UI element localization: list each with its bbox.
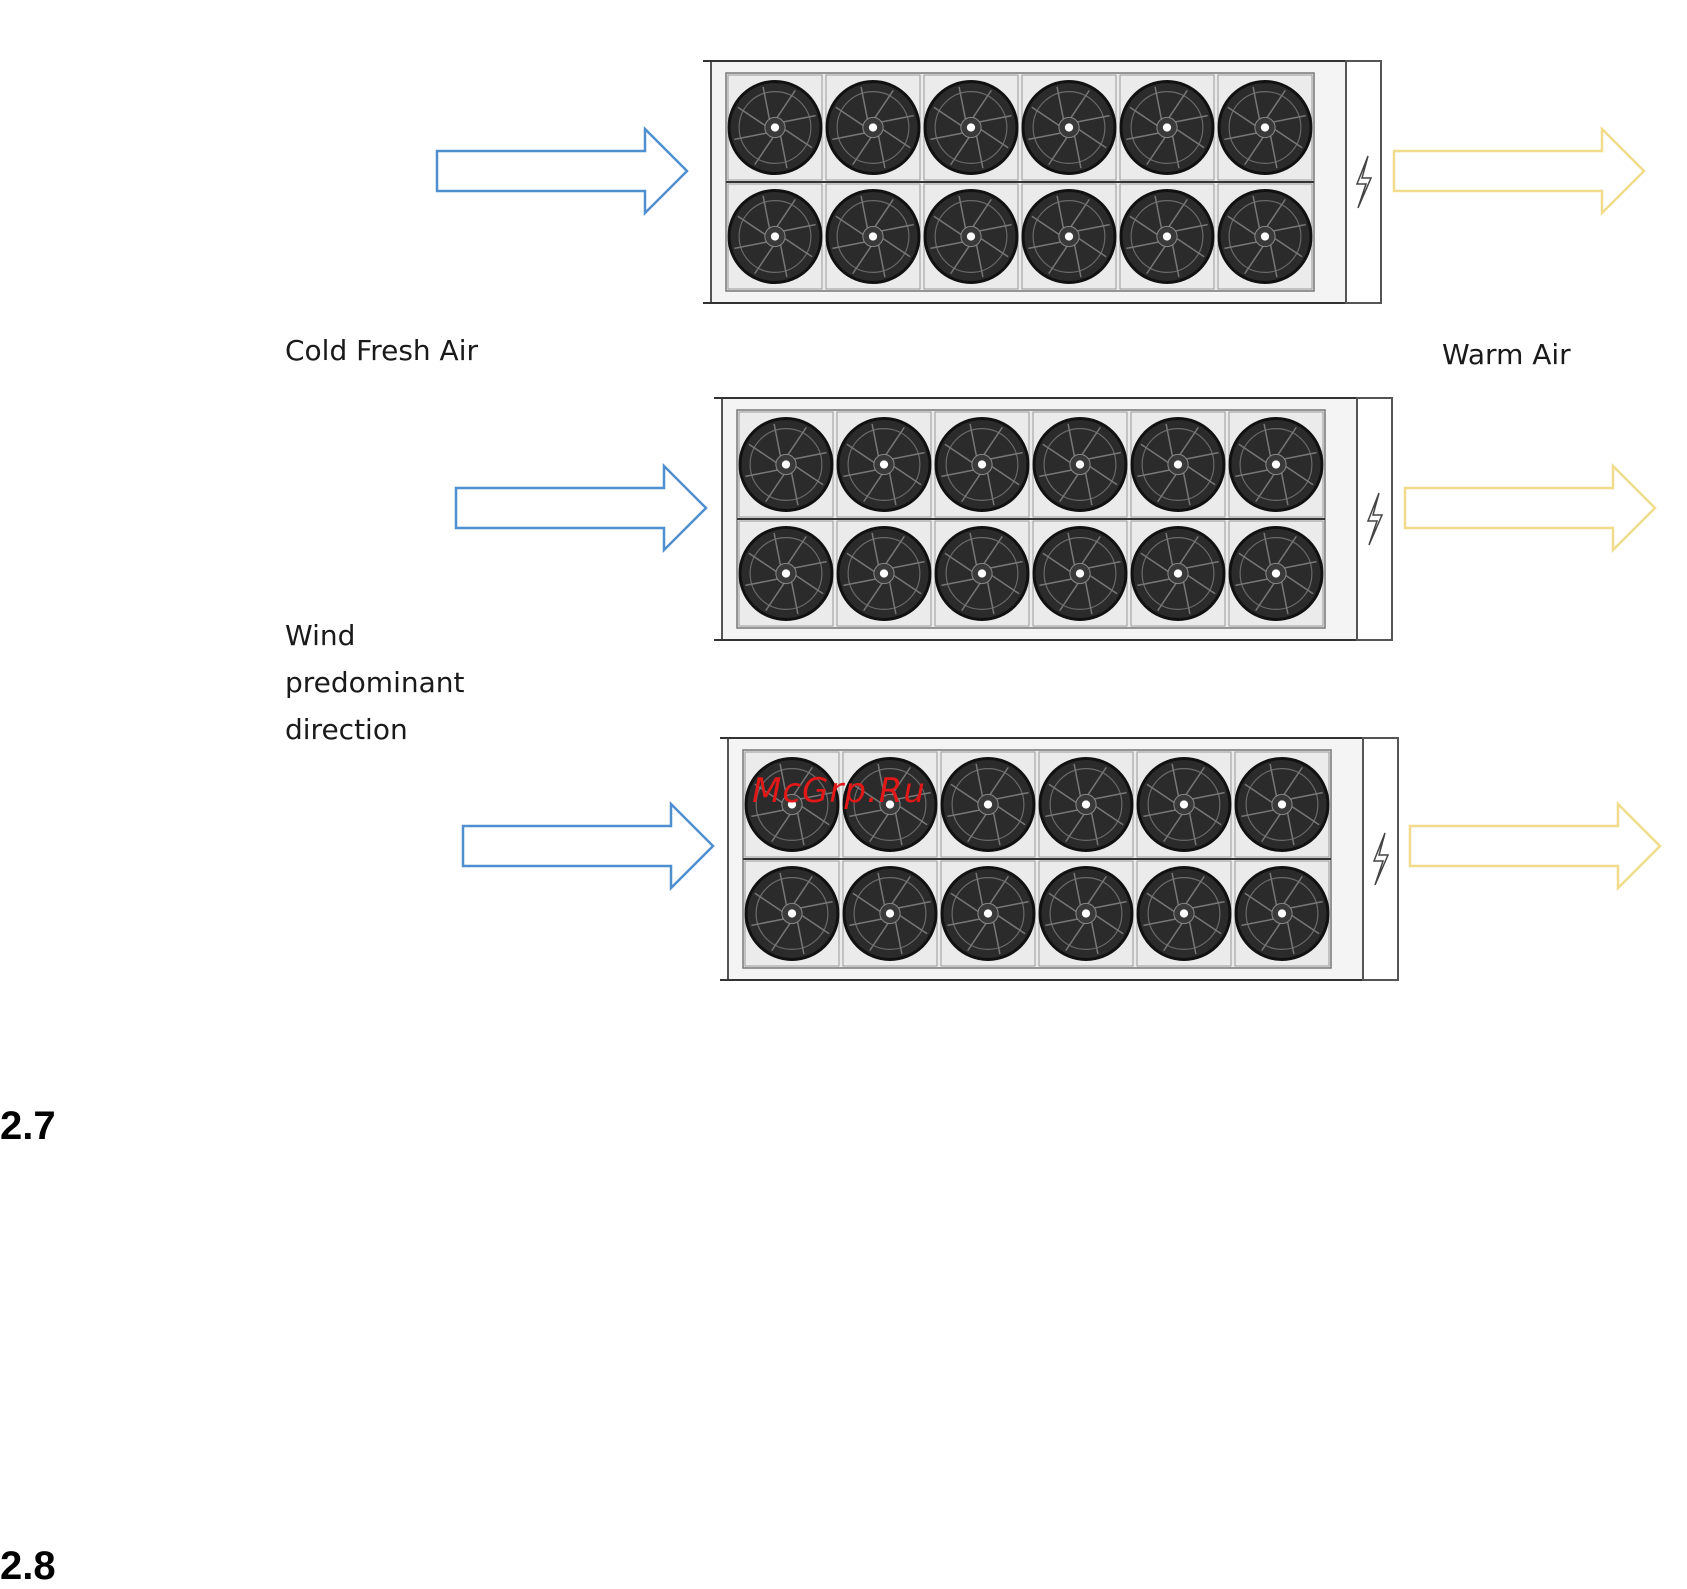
fan-icon (1040, 759, 1132, 851)
fan-icon (827, 82, 919, 174)
fan-icon (1121, 82, 1213, 174)
fan-icon (1138, 759, 1230, 851)
fan-icon (1040, 868, 1132, 960)
fan-icon (827, 191, 919, 283)
fan-icon (1230, 419, 1322, 511)
fan-icon (1236, 759, 1328, 851)
condenser-unit (703, 61, 1381, 303)
arrow-right-icon (1394, 129, 1644, 213)
fan-icon (1219, 191, 1311, 283)
section-number: 2.7 (0, 1104, 56, 1149)
fan-icon (1132, 528, 1224, 620)
fan-icon (936, 419, 1028, 511)
section-number: 2.8 (0, 1544, 56, 1589)
condenser-unit (714, 398, 1392, 640)
fan-icon (740, 419, 832, 511)
fan-icon (740, 528, 832, 620)
fan-icon (729, 191, 821, 283)
fan-icon (1121, 191, 1213, 283)
warm-air-label: Warm Air (1442, 331, 1571, 378)
fan-icon (1138, 868, 1230, 960)
fan-icon (1034, 528, 1126, 620)
fan-icon (838, 528, 930, 620)
fan-icon (936, 528, 1028, 620)
arrow-right-icon (456, 466, 706, 550)
fan-icon (746, 868, 838, 960)
fan-icon (1219, 82, 1311, 174)
fan-icon (1034, 419, 1126, 511)
fan-icon (844, 868, 936, 960)
wind-direction-label: Wind predominant direction (285, 612, 464, 753)
fan-icon (838, 419, 930, 511)
fan-icon (925, 191, 1017, 283)
fan-icon (729, 82, 821, 174)
fan-icon (942, 759, 1034, 851)
arrow-right-icon (437, 129, 687, 213)
fan-icon (942, 868, 1034, 960)
fan-icon (1023, 82, 1115, 174)
fan-icon (925, 82, 1017, 174)
wind-direction-line: direction (285, 706, 464, 753)
cold-fresh-air-label: Cold Fresh Air (285, 327, 478, 374)
fan-icon (1132, 419, 1224, 511)
arrow-right-icon (1405, 466, 1655, 550)
arrow-right-icon (463, 804, 713, 888)
wind-direction-line: predominant (285, 659, 464, 706)
fan-icon (1236, 868, 1328, 960)
arrow-right-icon (1410, 804, 1660, 888)
fan-icon (1230, 528, 1322, 620)
fan-icon (1023, 191, 1115, 283)
watermark-text: McGrp.Ru (752, 771, 926, 811)
wind-direction-line: Wind (285, 612, 464, 659)
